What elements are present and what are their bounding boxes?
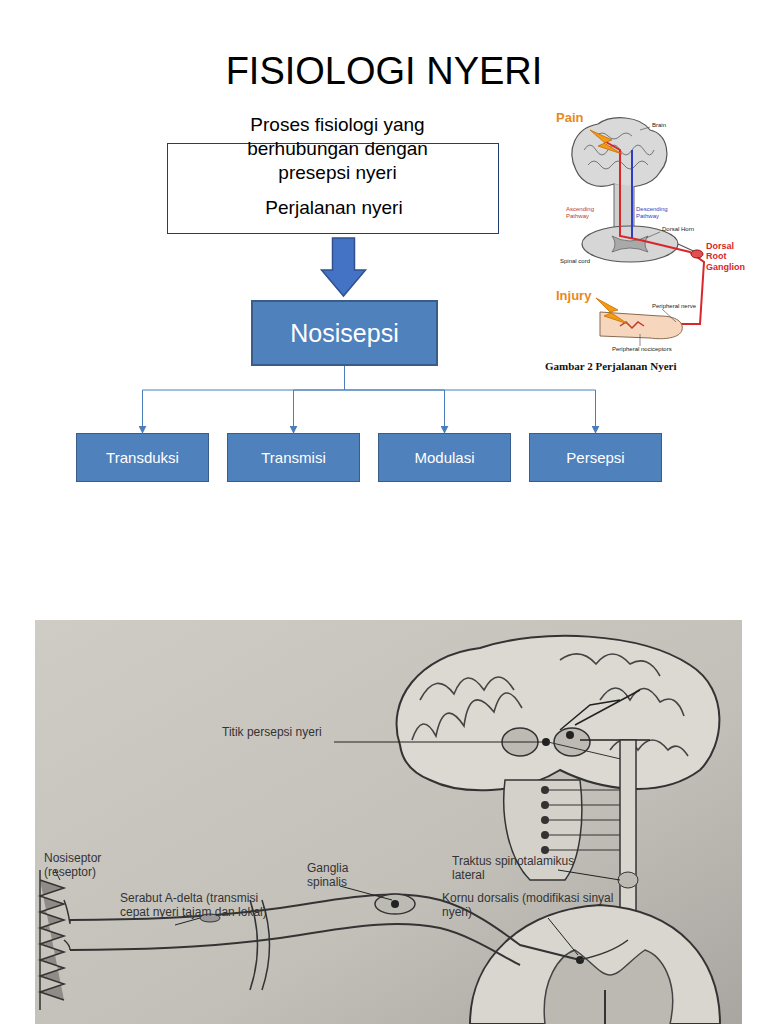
node-text: Transduksi: [106, 449, 179, 467]
part-label: Peripheral nociceptors: [612, 346, 682, 353]
slide-title: FISIOLOGI NYERI: [0, 50, 768, 93]
tree-connector: [143, 366, 345, 433]
node-text: Modulasi: [414, 449, 474, 467]
pathway-label: Descending Pathway: [636, 206, 676, 220]
photo-label: Ganglia spinalis: [307, 862, 371, 890]
descending-pathway-line: [631, 150, 633, 238]
stage-box: Modulasi: [378, 433, 511, 482]
part-label: Spinal cord: [560, 258, 600, 265]
stage-box: Persepsi: [529, 433, 662, 482]
node-subtext: Perjalanan nyeri: [168, 196, 500, 220]
tract-section: [618, 872, 638, 888]
leader-lines: [55, 742, 620, 955]
illustration-label: Pain: [556, 111, 606, 126]
central-canal: [604, 990, 606, 1024]
node-text: Transmisi: [261, 449, 325, 467]
illustration-label: Injury: [556, 289, 606, 304]
process-box: Proses fisiologi yang berhubungan dengan…: [167, 143, 499, 234]
brain-gyri: [412, 654, 688, 756]
photo-label: Kornu dorsalis (modifikasi sinyal nyeri): [442, 892, 622, 920]
node-text: Proses fisiologi yang berhubungan dengan…: [230, 113, 445, 185]
figure-caption: Gambar 2 Perjalanan Nyeri: [545, 360, 725, 373]
photo-label: Traktus spinotalamikus lateral: [452, 855, 602, 883]
part-label: Dorsal Root Ganglion: [706, 241, 752, 272]
nociceptor-receptor: [40, 870, 64, 1010]
photo-background: [35, 620, 742, 1024]
perception-point: [566, 731, 574, 739]
tree-connector: [345, 366, 445, 433]
tree-connector: [345, 366, 596, 433]
crossing-fibre: [580, 940, 628, 960]
collateral-fibres: [545, 742, 625, 850]
projection-arrows: [560, 690, 650, 740]
grey-matter: [544, 950, 672, 1024]
stage-box: Transmisi: [227, 433, 360, 482]
photo-label: Nosiseptor (reseptor): [44, 852, 140, 880]
illustration-leaders: [640, 127, 676, 346]
pain-bolt: [590, 130, 622, 154]
block-arrow: [322, 238, 366, 296]
illustration-background: [540, 100, 750, 380]
photo-label: Titik persepsi nyeri: [222, 726, 334, 740]
illustration-label: Brain: [652, 122, 682, 129]
node-text: Persepsi: [566, 449, 624, 467]
ganglion: [691, 250, 703, 258]
concept-box: Nosisepsi: [251, 300, 438, 366]
ascending-pathway-line: [606, 142, 704, 324]
part-label: Dorsal Horn: [662, 226, 702, 233]
injury-bolt: [596, 298, 628, 324]
c-fibre: [70, 924, 520, 965]
pathway-label: Ascending Pathway: [566, 206, 600, 220]
receptor-endings: [64, 900, 70, 950]
brain-outline: [397, 636, 720, 790]
thalamus-right: [554, 728, 590, 756]
stage-box: Transduksi: [76, 433, 209, 482]
photo-label: Serabut A-delta (transmisi cepat nyeri t…: [120, 892, 290, 920]
ganglion-cell: [391, 900, 399, 908]
part-label: Peripheral nerve: [652, 303, 702, 310]
tree-connector: [294, 366, 345, 433]
node-text: Nosisepsi: [290, 318, 398, 348]
spinal-cord-section: [470, 905, 720, 1024]
